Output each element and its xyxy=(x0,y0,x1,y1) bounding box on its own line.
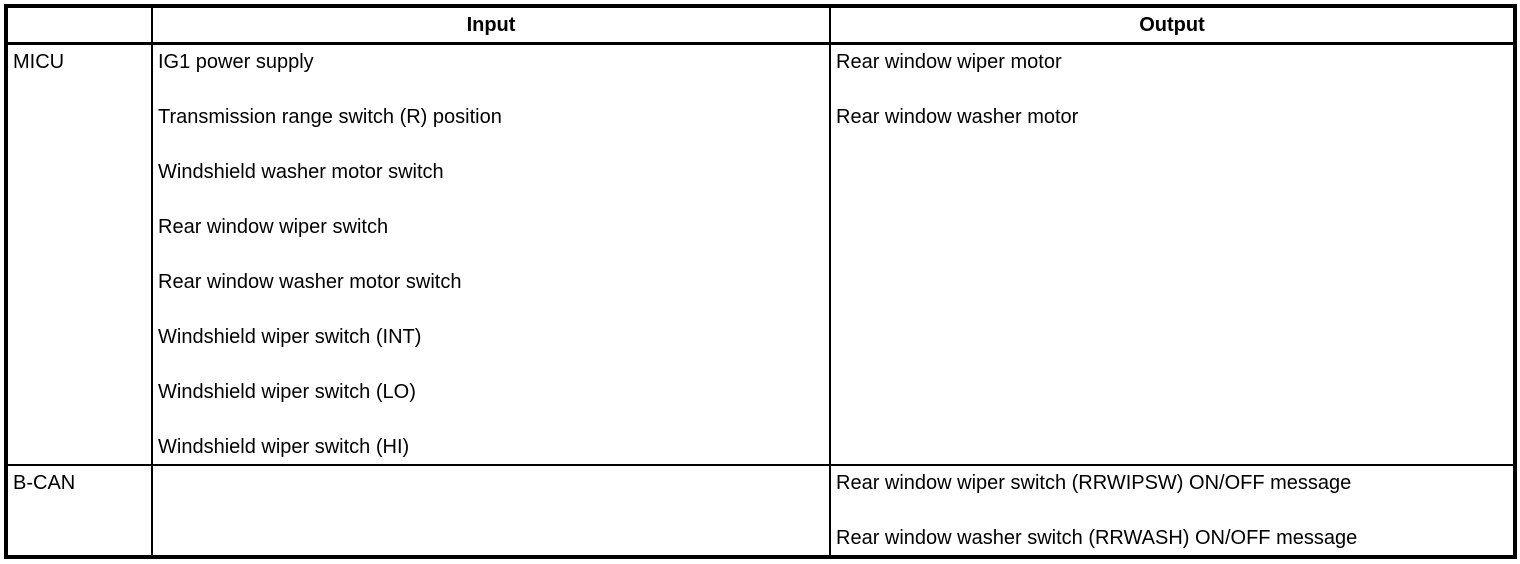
output-item: Rear window wiper switch (RRWIPSW) ON/OF… xyxy=(836,472,1352,494)
output-item: Rear window wiper motor xyxy=(836,51,1062,73)
input-item: Windshield wiper switch (INT) xyxy=(158,326,422,348)
input-item: Windshield wiper switch (HI) xyxy=(158,436,410,458)
header-cell-input: Input xyxy=(151,5,831,45)
output-item: Rear window washer switch (RRWASH) ON/OF… xyxy=(836,527,1358,549)
input-item: Rear window wiper switch xyxy=(158,216,389,238)
row-label-micu: MICU xyxy=(5,42,153,466)
input-item: Rear window washer motor switch xyxy=(158,271,462,293)
bcan-output-cell: Rear window wiper switch (RRWIPSW) ON/OF… xyxy=(829,464,1516,558)
micu-input-cell: IG1 power supply Transmission range swit… xyxy=(151,42,831,466)
input-item: Windshield washer motor switch xyxy=(158,161,444,183)
bcan-input-cell xyxy=(151,464,831,558)
header-row: Input Output xyxy=(5,5,1516,45)
output-item: Rear window washer motor xyxy=(836,106,1079,128)
table-row-micu: MICU IG1 power supply Transmission range… xyxy=(5,42,1516,466)
input-item: IG1 power supply xyxy=(158,51,314,73)
input-item: Transmission range switch (R) position xyxy=(158,106,502,128)
input-output-table: Input Output MICU IG1 power supply Trans… xyxy=(4,4,1517,559)
row-label-bcan: B-CAN xyxy=(5,464,153,558)
header-cell-blank xyxy=(5,5,153,45)
table-row-bcan: B-CAN Rear window wiper switch (RRWIPSW)… xyxy=(5,464,1516,558)
micu-output-cell: Rear window wiper motor Rear window wash… xyxy=(829,42,1516,466)
input-item: Windshield wiper switch (LO) xyxy=(158,381,416,403)
header-cell-output: Output xyxy=(829,5,1516,45)
